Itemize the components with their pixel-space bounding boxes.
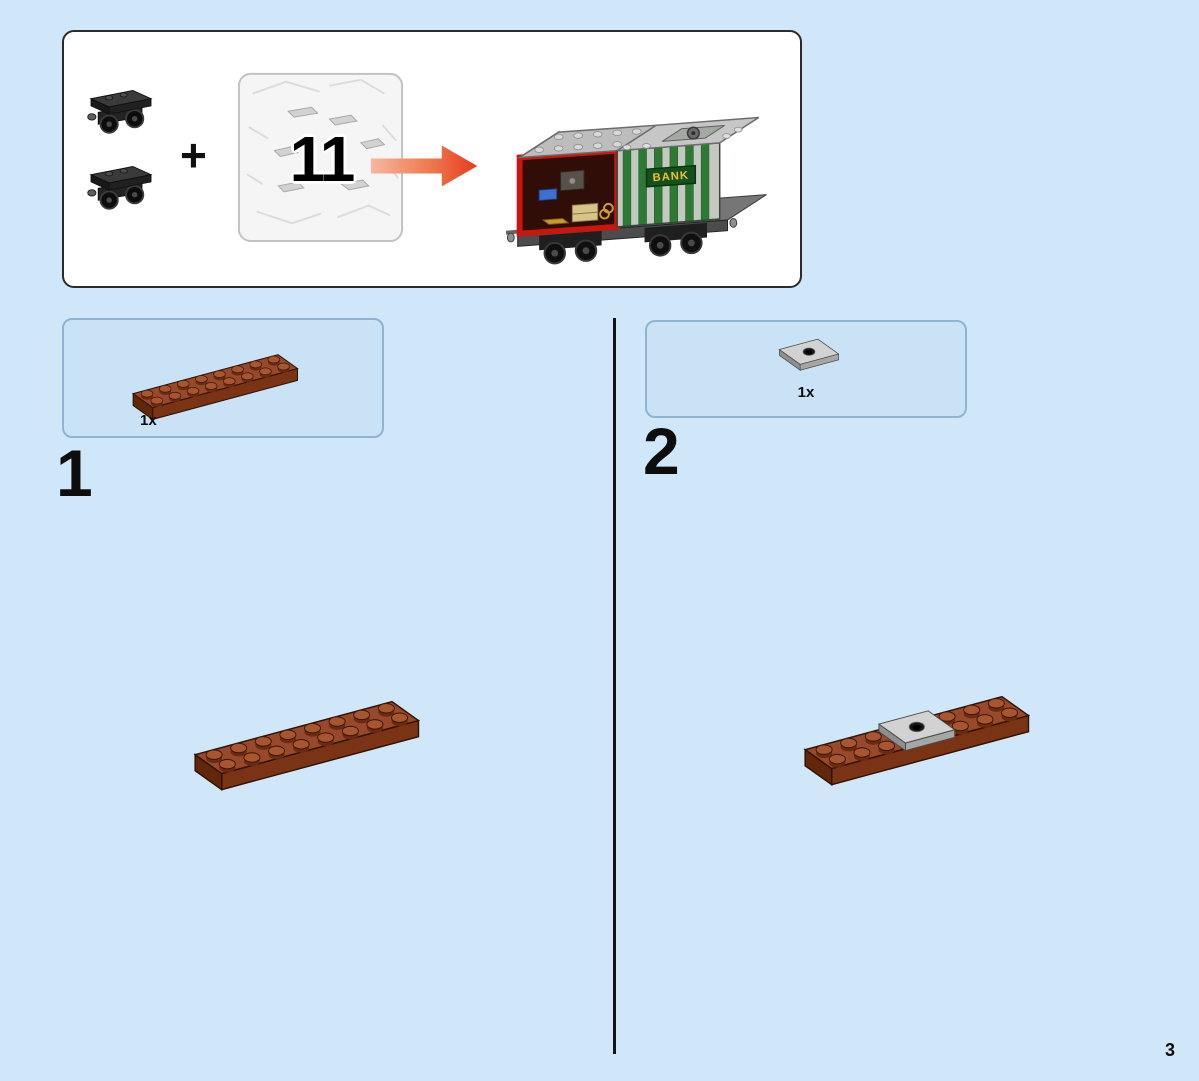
step-2-parts-callout: 1x — [645, 320, 967, 418]
roof-studs — [534, 128, 642, 153]
build-arrow-icon — [370, 145, 478, 187]
step-number: 1 — [56, 436, 93, 510]
bag-number: 11 — [289, 123, 356, 195]
cargo-wagon-image: BANK — [505, 116, 767, 265]
bank-sign — [645, 164, 697, 188]
step-2-assembly — [790, 655, 1055, 797]
part-count-label: 1x — [797, 384, 815, 401]
part-count-label: 1x — [140, 412, 157, 429]
container-cargo — [538, 169, 614, 225]
page-number: 3 — [1164, 1040, 1175, 1060]
parts-bag-icon — [237, 72, 404, 242]
train-bogie-icon — [86, 165, 152, 210]
step-divider-line — [613, 318, 616, 1054]
wagon-wheels — [505, 218, 738, 265]
bank-container: BANK — [616, 116, 760, 228]
parts-overview-panel: + — [62, 30, 802, 288]
roof-studs — [622, 126, 743, 151]
bank-sign-text: BANK — [652, 170, 689, 185]
gray-plate-2x2-hole-icon — [779, 338, 839, 371]
bag-contents — [273, 106, 386, 193]
step-1-assembly — [180, 660, 445, 802]
train-bogie-icon — [86, 89, 152, 134]
parts-bag: 11 — [235, 68, 408, 248]
step-number: 2 — [643, 414, 680, 488]
step-1-parts-callout: 1x — [62, 318, 384, 438]
plus-sign: + — [180, 129, 207, 181]
